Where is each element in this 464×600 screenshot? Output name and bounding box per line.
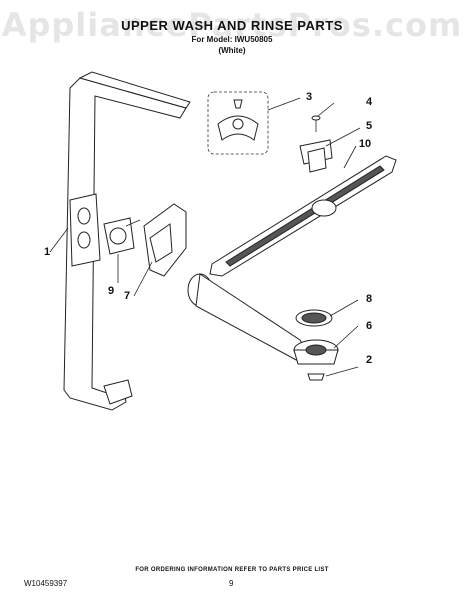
callout-3: 3 <box>305 91 313 103</box>
callout-2: 2 <box>365 354 373 366</box>
watermark: AppliancePartsPros.com <box>1 6 463 44</box>
washer <box>307 373 325 381</box>
seal-ring <box>295 309 333 327</box>
color-line: (White) <box>218 46 246 55</box>
page-number: 9 <box>229 579 234 588</box>
callout-4: 4 <box>365 96 373 108</box>
callout-6: 6 <box>365 320 373 332</box>
callout-5: 5 <box>365 120 373 132</box>
bearing <box>299 139 333 173</box>
spray-arm-clip-detail <box>207 91 269 155</box>
callout-8: 8 <box>365 293 373 305</box>
upper-spray-arm <box>209 155 397 277</box>
mounting-bracket <box>143 203 187 277</box>
feed-tube <box>187 273 311 363</box>
screw <box>311 115 321 132</box>
ordering-note: FOR ORDERING INFORMATION REFER TO PARTS … <box>135 567 329 573</box>
model-line: For Model: IWU50805 <box>191 35 273 44</box>
callout-7: 7 <box>123 290 131 302</box>
document-number: W10459397 <box>24 579 68 588</box>
callout-1: 1 <box>43 246 51 258</box>
page-subtitle: For Model: IWU50805 (White) <box>0 34 464 56</box>
leader-lines <box>49 97 361 377</box>
diverter-valve <box>103 217 141 255</box>
upper-supply-tube <box>63 71 191 411</box>
callout-10: 10 <box>358 138 372 150</box>
manifold-nut <box>293 339 339 365</box>
callout-9: 9 <box>107 285 115 297</box>
page-title: UPPER WASH AND RINSE PARTS <box>121 18 343 33</box>
